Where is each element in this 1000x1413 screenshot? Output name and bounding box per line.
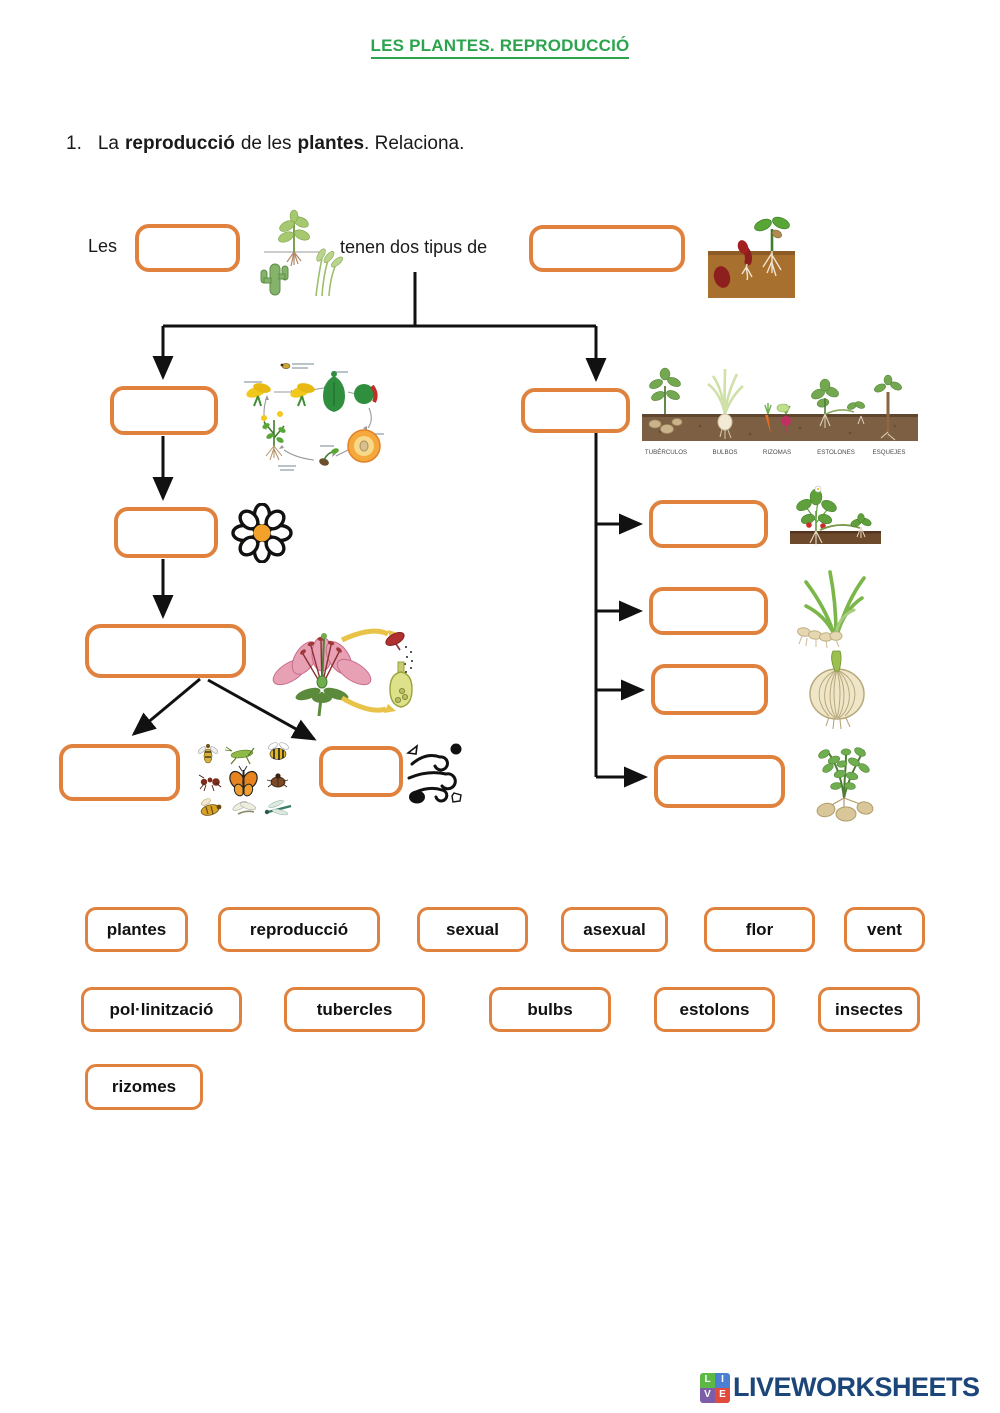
word-bank-item-pollinitzacio[interactable]: pol·linització: [81, 987, 242, 1032]
seed-sprout-image: [708, 216, 795, 298]
strawberry-runner-image: [790, 485, 881, 545]
answer-box-plantes[interactable]: [135, 224, 240, 272]
liveworksheets-icon: L I V E: [700, 1372, 730, 1403]
instruction-bold-reproduccio: reproducció: [125, 133, 235, 154]
plants-group-image: [260, 209, 343, 297]
potato-plant-image: [816, 747, 874, 822]
veg-label-tuberculos: TUBÉRCULOS: [645, 449, 687, 456]
wind-icon: [405, 743, 462, 804]
answer-box-bulbs[interactable]: [651, 664, 768, 715]
logo-letter-i: I: [715, 1372, 730, 1388]
label-les: Les: [88, 236, 118, 256]
vegetative-propagation-image: TUBÉRCULOS BULBOS RIZOMAS ESTOLONES ESQU…: [642, 367, 918, 456]
veg-label-esquejes: ESQUEJES: [872, 449, 905, 456]
label-tenen-dos-tipus: tenen dos tipus de: [340, 237, 488, 257]
liveworksheets-logo: L I V E LIVEWORKSHEETS: [700, 1372, 980, 1403]
brand-name: LIVEWORKSHEETS: [733, 1372, 980, 1402]
title-bar: LES PLANTES. REPRODUCCIÓ: [0, 36, 1000, 59]
word-bank-item-estolons[interactable]: estolons: [654, 987, 775, 1032]
word-bank-item-reproduccio[interactable]: reproducció: [218, 907, 380, 952]
word-bank-item-vent[interactable]: vent: [844, 907, 925, 952]
instruction-text: . Relaciona.: [364, 133, 465, 154]
instruction-text: de les: [240, 133, 292, 154]
answer-box-flor[interactable]: [114, 507, 218, 558]
flower-pollination-image: [272, 628, 413, 717]
insects-image: [197, 742, 292, 816]
veg-label-estolones: ESTOLONES: [817, 449, 855, 456]
word-bank-item-flor[interactable]: flor: [704, 907, 815, 952]
answer-box-tubercles[interactable]: [654, 755, 785, 808]
logo-letter-v: V: [700, 1387, 715, 1403]
sexual-reproduction-cycle-image: [244, 363, 384, 471]
answer-box-asexual[interactable]: [521, 388, 630, 433]
answer-box-reproduccio[interactable]: [529, 225, 685, 272]
veg-label-bulbos: BULBOS: [712, 449, 737, 456]
veg-label-rizomas: RIZOMAS: [763, 449, 791, 456]
word-bank-item-plantes[interactable]: plantes: [85, 907, 188, 952]
daisy-flower-image: [231, 503, 293, 563]
logo-letter-e: E: [715, 1387, 730, 1403]
word-bank-item-insectes[interactable]: insectes: [818, 987, 920, 1032]
instruction-text: La: [97, 133, 119, 154]
word-bank-item-sexual[interactable]: sexual: [417, 907, 528, 952]
word-bank-item-rizomes[interactable]: rizomes: [85, 1064, 203, 1110]
word-bank-item-asexual[interactable]: asexual: [561, 907, 668, 952]
word-bank-item-bulbs[interactable]: bulbs: [489, 987, 611, 1032]
answer-box-vent[interactable]: [319, 746, 403, 797]
question-number: 1.: [66, 133, 82, 154]
answer-box-pollinitzacio[interactable]: [85, 624, 246, 678]
logo-letter-l: L: [700, 1372, 715, 1388]
answer-box-sexual[interactable]: [110, 386, 218, 435]
answer-box-rizomes[interactable]: [649, 587, 768, 635]
answer-box-insectes[interactable]: [59, 744, 180, 801]
rhizome-grass-image: [797, 570, 866, 648]
answer-box-estolons[interactable]: [649, 500, 768, 548]
onion-bulb-image: [809, 650, 865, 730]
page-title: LES PLANTES. REPRODUCCIÓ: [370, 36, 630, 59]
instruction-bold-plantes: plantes: [297, 133, 365, 154]
word-bank-item-tubercles[interactable]: tubercles: [284, 987, 425, 1032]
